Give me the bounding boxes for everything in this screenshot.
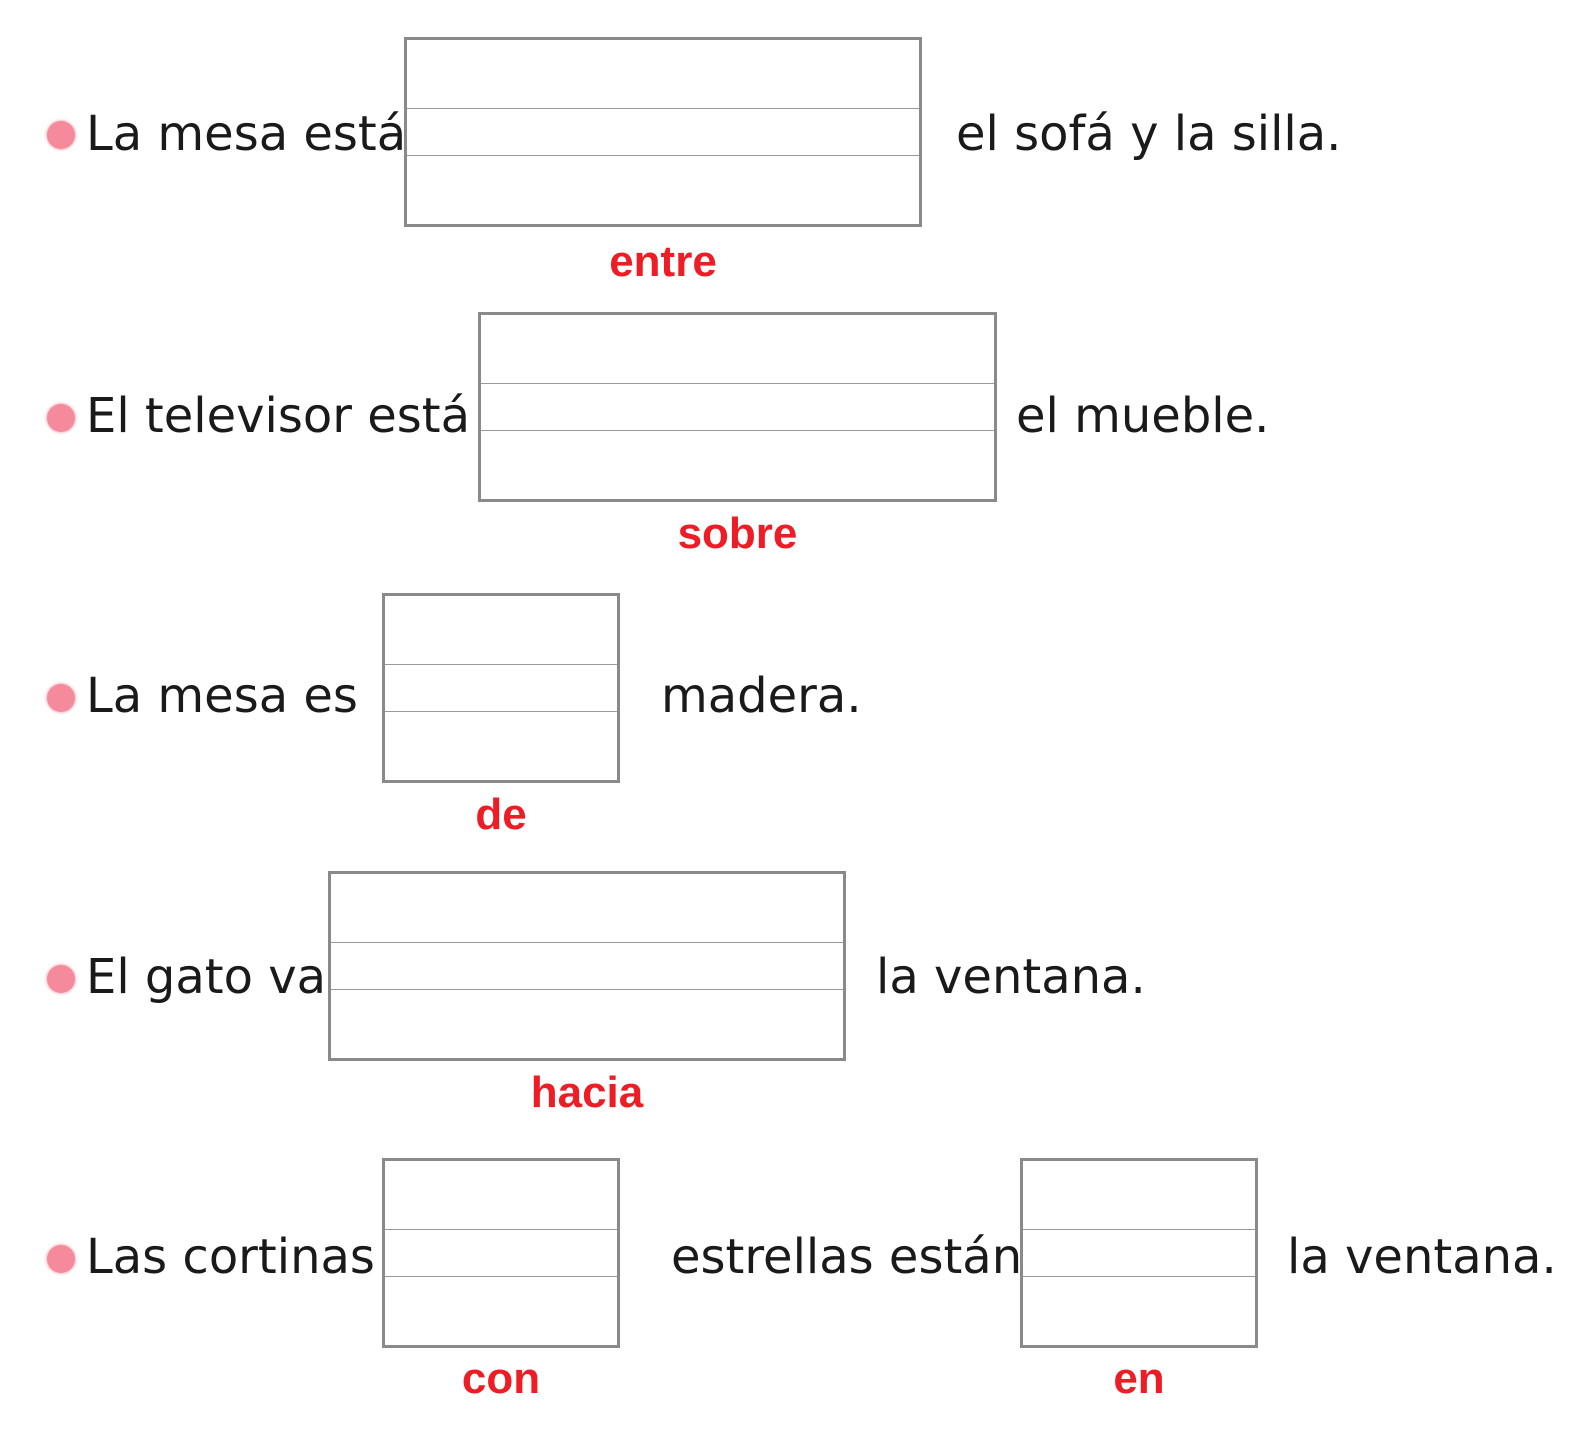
sentence-start: La mesa es	[86, 668, 358, 724]
bullet-icon	[47, 404, 75, 432]
writing-line	[481, 383, 994, 384]
writing-line	[331, 989, 843, 990]
answer-box[interactable]	[382, 593, 620, 783]
answer-box[interactable]	[382, 1158, 620, 1348]
sentence-start: El televisor está	[86, 388, 471, 444]
answer-word: en	[1113, 1354, 1165, 1403]
writing-line	[481, 430, 994, 431]
answer-box[interactable]	[478, 312, 997, 502]
answer-word: entre	[609, 237, 717, 286]
writing-line	[385, 664, 617, 665]
bullet-icon	[47, 1245, 75, 1273]
sentence-start: Las cortinas	[86, 1229, 375, 1285]
bullet-icon	[47, 121, 75, 149]
sentence-end: la ventana.	[1287, 1229, 1557, 1285]
writing-line	[407, 108, 919, 109]
bullet-icon	[47, 684, 75, 712]
writing-line	[385, 711, 617, 712]
writing-line	[1023, 1276, 1255, 1277]
answer-word: con	[461, 1354, 541, 1403]
sentence-start: La mesa está	[86, 106, 407, 162]
sentence-end: el sofá y la silla.	[956, 106, 1342, 162]
answer-box[interactable]	[328, 871, 846, 1061]
writing-line	[385, 1276, 617, 1277]
writing-line	[1023, 1229, 1255, 1230]
sentence-middle: estrellas están	[671, 1229, 1023, 1285]
answer-box[interactable]	[1020, 1158, 1258, 1348]
writing-line	[407, 155, 919, 156]
sentence-end: madera.	[661, 668, 862, 724]
sentence-end: la ventana.	[876, 949, 1146, 1005]
answer-box[interactable]	[404, 37, 922, 227]
sentence-end: el mueble.	[1016, 388, 1270, 444]
answer-word: de	[475, 790, 527, 839]
bullet-icon	[47, 965, 75, 993]
answer-word: sobre	[677, 509, 798, 558]
sentence-start: El gato va	[86, 949, 327, 1005]
answer-word: hacia	[530, 1068, 644, 1117]
writing-line	[331, 942, 843, 943]
writing-line	[385, 1229, 617, 1230]
